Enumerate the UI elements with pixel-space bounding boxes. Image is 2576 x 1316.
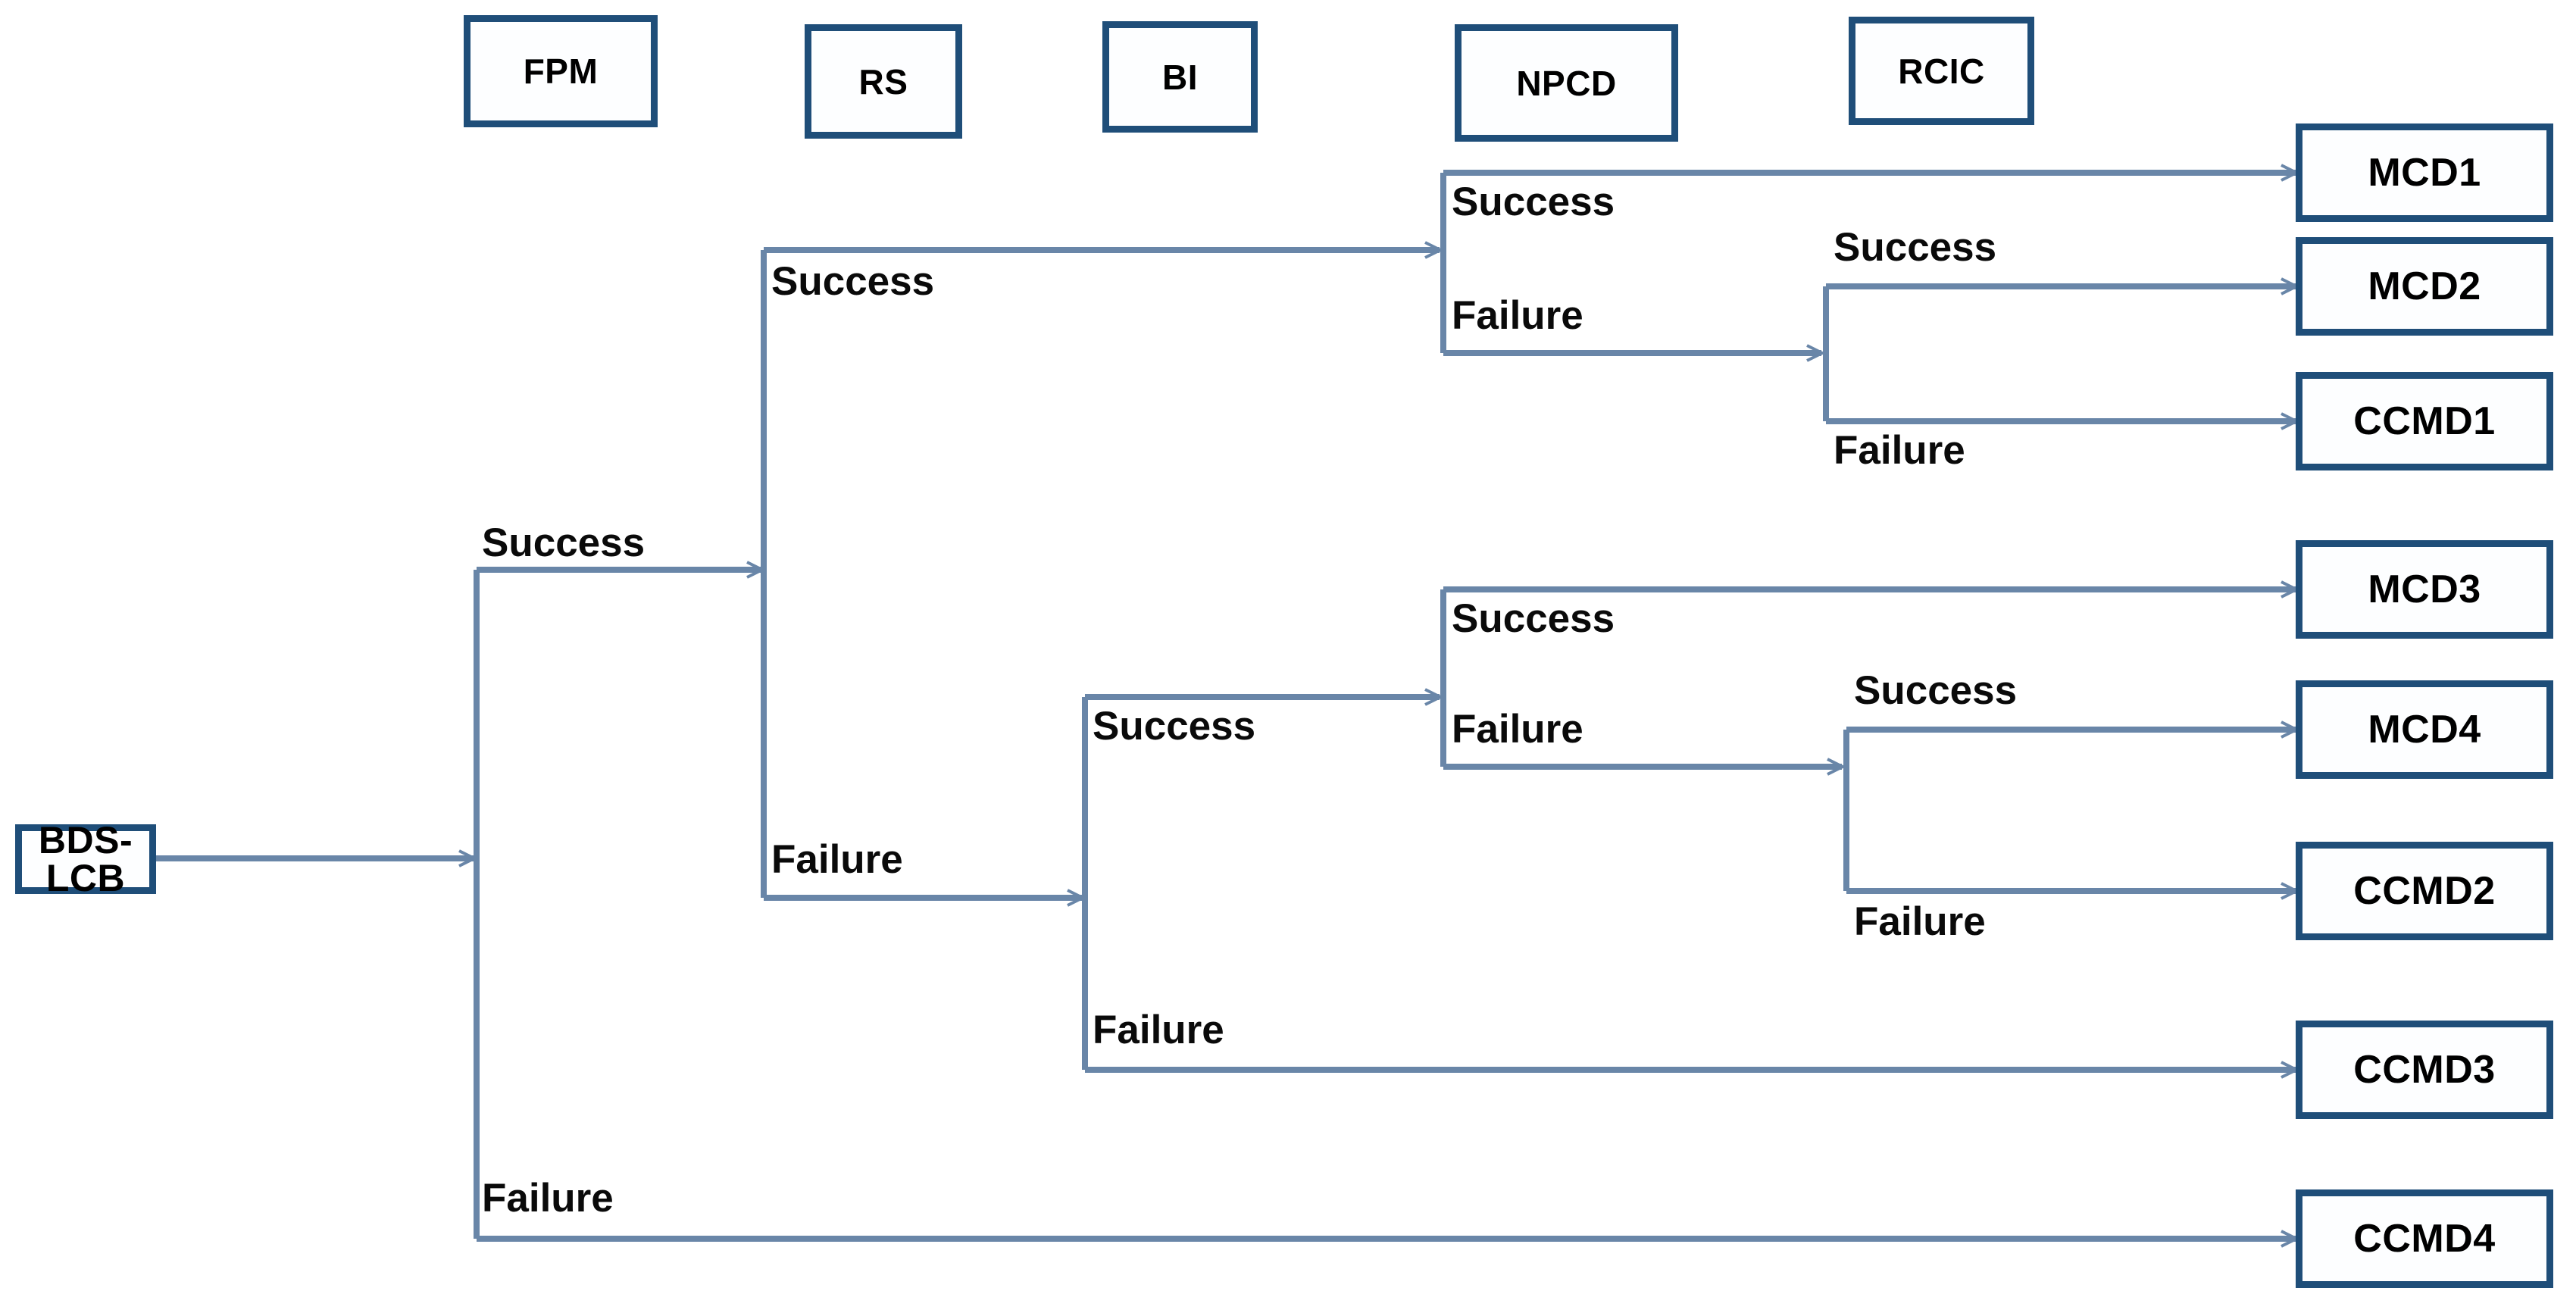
- branch-label-npcd2-success: Success: [1452, 596, 1615, 641]
- header-node-rcic[interactable]: RCIC: [1849, 17, 2034, 125]
- outcome-node-mcd1-label: MCD1: [2368, 151, 2481, 195]
- outcome-node-mcd3-label: MCD3: [2368, 567, 2481, 611]
- header-node-rs-label: RS: [858, 61, 908, 102]
- branch-label-rcic1-failure: Failure: [1834, 428, 1965, 473]
- outcome-node-mcd2-label: MCD2: [2368, 264, 2481, 308]
- branch-label-rs-failure: Failure: [771, 837, 903, 882]
- outcome-node-mcd3[interactable]: MCD3: [2296, 540, 2553, 639]
- branch-label-rcic1-success: Success: [1834, 225, 1997, 270]
- outcome-node-ccmd2[interactable]: CCMD2: [2296, 842, 2553, 940]
- branch-label-npcd2-failure: Failure: [1452, 707, 1583, 752]
- outcome-node-mcd2[interactable]: MCD2: [2296, 237, 2553, 336]
- branch-label-npcd1-failure: Failure: [1452, 293, 1583, 338]
- branch-label-bi-success: Success: [1093, 704, 1256, 749]
- outcome-node-mcd1[interactable]: MCD1: [2296, 123, 2553, 222]
- outcome-node-ccmd3[interactable]: CCMD3: [2296, 1021, 2553, 1119]
- header-node-fpm[interactable]: FPM: [464, 15, 658, 127]
- branch-label-rcic2-failure: Failure: [1854, 899, 1986, 944]
- branch-label-fpm-failure: Failure: [482, 1176, 614, 1221]
- header-node-npcd-label: NPCD: [1516, 63, 1617, 103]
- outcome-node-ccmd4[interactable]: CCMD4: [2296, 1189, 2553, 1288]
- header-node-bi-label: BI: [1162, 57, 1198, 97]
- branch-label-rcic2-success: Success: [1854, 668, 2018, 713]
- branch-label-npcd1-success: Success: [1452, 180, 1615, 224]
- header-node-npcd[interactable]: NPCD: [1455, 24, 1678, 142]
- header-node-bi[interactable]: BI: [1102, 21, 1258, 133]
- header-node-rs[interactable]: RS: [805, 24, 962, 139]
- outcome-node-ccmd1-label: CCMD1: [2353, 399, 2496, 443]
- initiator-node-bds-lcb[interactable]: BDS-LCB: [15, 819, 156, 899]
- outcome-node-ccmd3-label: CCMD3: [2353, 1048, 2496, 1092]
- outcome-node-mcd4-label: MCD4: [2368, 708, 2481, 752]
- outcome-node-ccmd4-label: CCMD4: [2353, 1217, 2496, 1261]
- outcome-node-mcd4[interactable]: MCD4: [2296, 680, 2553, 779]
- outcome-node-ccmd2-label: CCMD2: [2353, 869, 2496, 913]
- header-node-rcic-label: RCIC: [1898, 51, 1985, 91]
- branch-label-bi-failure: Failure: [1093, 1008, 1224, 1052]
- initiator-node-label: BDS-LCB: [38, 819, 133, 899]
- outcome-node-ccmd1[interactable]: CCMD1: [2296, 372, 2553, 470]
- branch-label-rs-success: Success: [771, 259, 935, 304]
- header-node-fpm-label: FPM: [523, 52, 599, 91]
- branch-label-fpm-success: Success: [482, 520, 646, 565]
